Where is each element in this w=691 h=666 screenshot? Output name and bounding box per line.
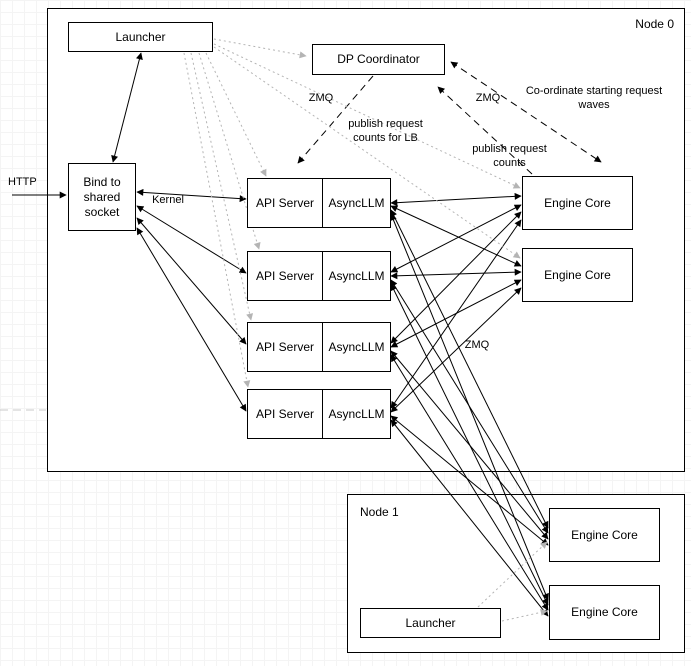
publish-counts-lb-label[interactable]: publish request counts for LB [348, 118, 423, 144]
zmq-label-mesh[interactable]: ZMQ [464, 339, 490, 351]
launcher-node1-box[interactable]: Launcher [360, 608, 501, 638]
coordinate-waves-label[interactable]: Co-ordinate starting request waves [525, 85, 663, 111]
zmq-label-right[interactable]: ZMQ [475, 92, 501, 104]
publish-counts-label[interactable]: publish request counts [472, 143, 547, 169]
engine-core-box-node1-2[interactable]: Engine Core [549, 585, 660, 640]
asyncllm-box-4[interactable]: AsyncLLM [322, 389, 391, 439]
kernel-label[interactable]: Kernel [152, 194, 184, 206]
api-server-box-3[interactable]: API Server [247, 322, 323, 372]
asyncllm-box-1[interactable]: AsyncLLM [322, 178, 391, 228]
bind-shared-socket-box[interactable]: Bind to shared socket [68, 163, 136, 231]
api-server-box-4[interactable]: API Server [247, 389, 323, 439]
engine-core-box-node1-1[interactable]: Engine Core [549, 508, 660, 562]
zmq-label-left[interactable]: ZMQ [308, 92, 334, 104]
engine-core-box-node0-1[interactable]: Engine Core [522, 176, 633, 230]
dp-coordinator-box[interactable]: DP Coordinator [312, 44, 445, 75]
api-server-box-1[interactable]: API Server [247, 178, 323, 228]
engine-core-box-node0-2[interactable]: Engine Core [522, 248, 633, 302]
node0-title: Node 0 [635, 17, 674, 31]
http-label[interactable]: HTTP [8, 176, 37, 188]
asyncllm-box-3[interactable]: AsyncLLM [322, 322, 391, 372]
launcher-node0-box[interactable]: Launcher [68, 22, 213, 52]
asyncllm-box-2[interactable]: AsyncLLM [322, 251, 391, 301]
api-server-box-2[interactable]: API Server [247, 251, 323, 301]
node1-title: Node 1 [360, 505, 399, 519]
